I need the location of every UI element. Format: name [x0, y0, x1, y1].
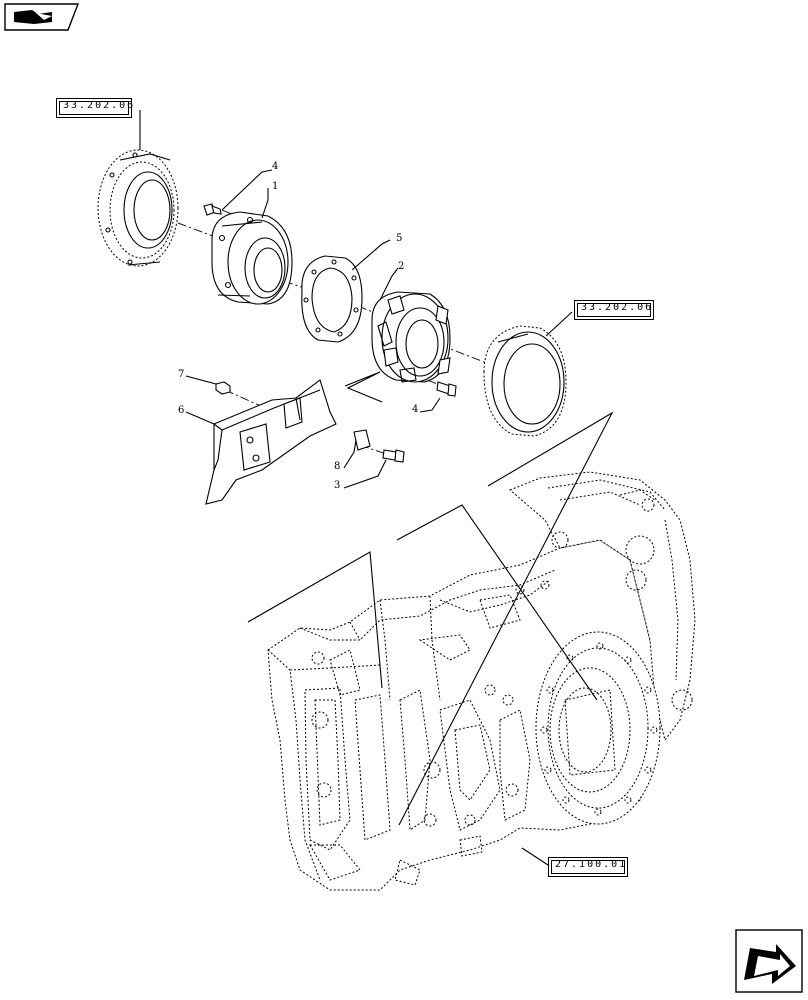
- part-2-hub: [371, 291, 451, 383]
- book-arrow-icon[interactable]: [4, 3, 80, 31]
- ref-leader-right: [545, 311, 573, 337]
- part-4-bolt-upper: [203, 203, 222, 216]
- callout-5: 5: [396, 233, 403, 244]
- part-6-bracket: [205, 379, 337, 505]
- upper-seal-ring: [97, 149, 179, 267]
- callout-2: 2: [398, 261, 405, 272]
- callout-6: 6: [178, 405, 185, 416]
- callout-1: 1: [272, 181, 279, 192]
- part-4-bolt-lower: [436, 381, 457, 397]
- ref-box-33-202-06-right[interactable]: 33.202.06: [574, 300, 654, 320]
- callout-4-lower: 4: [412, 404, 419, 415]
- ref-box-33-202-06-upper[interactable]: 33.202.06: [56, 98, 133, 118]
- transmission-housing: [267, 471, 696, 891]
- part-7-nut: [215, 381, 231, 395]
- part-8-clip: [353, 429, 371, 451]
- housing-leader-lines: [247, 371, 614, 866]
- assembly-axis: [439, 344, 511, 373]
- callout-leaders: [185, 169, 441, 489]
- ref-box-27-100-01[interactable]: 27.100.01: [548, 857, 628, 877]
- part-3-screw: [382, 449, 405, 463]
- part-1-flange-housing: [211, 211, 293, 305]
- right-seal-ring: [483, 325, 567, 437]
- part-5-gasket: [301, 255, 363, 343]
- callout-4-upper: 4: [272, 161, 279, 172]
- assembly-axis: [379, 361, 441, 386]
- callout-8: 8: [334, 461, 341, 472]
- callout-7: 7: [178, 369, 185, 380]
- next-page-arrow-icon[interactable]: [735, 929, 803, 993]
- callout-3: 3: [334, 480, 341, 491]
